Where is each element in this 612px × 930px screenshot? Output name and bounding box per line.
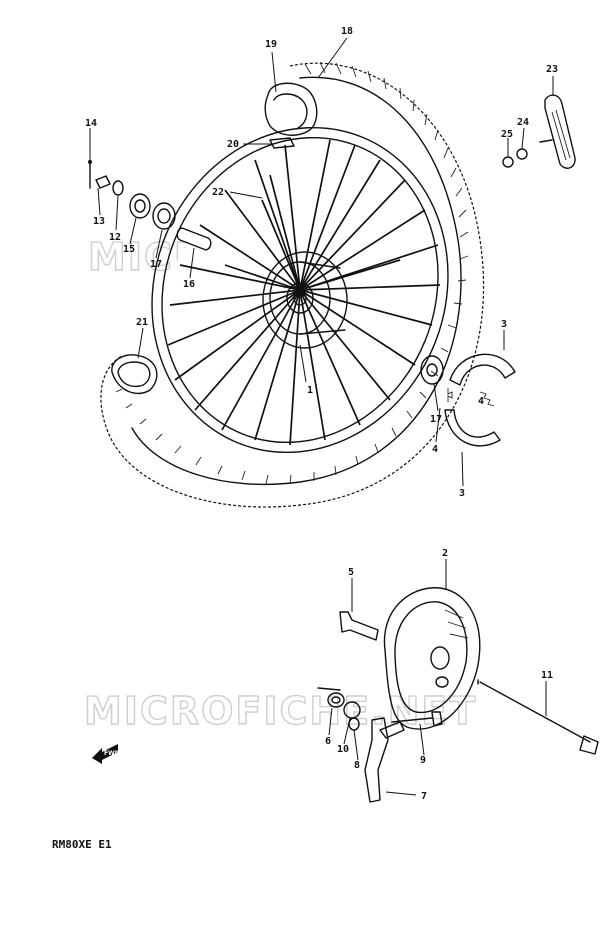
callout-17-left: 17 (150, 259, 162, 270)
wheel-assembly (88, 37, 576, 508)
callout-10: 10 (337, 744, 349, 755)
callout-18: 18 (341, 26, 353, 37)
callout-12: 12 (109, 232, 121, 243)
callout-22: 22 (212, 187, 224, 198)
watermark-bottom: MICROFICHE.NET (84, 689, 477, 733)
callout-9: 9 (420, 755, 426, 766)
callout-3-top: 3 (501, 319, 507, 330)
callout-19: 19 (265, 39, 277, 50)
callout-20: 20 (227, 139, 239, 150)
callout-6: 6 (325, 736, 331, 747)
right-bearing (420, 355, 444, 385)
rim-band (264, 82, 318, 149)
brake-panel-assembly (317, 587, 599, 803)
callout-11: 11 (541, 670, 553, 681)
left-axle-parts (88, 159, 212, 251)
spokes (167, 139, 441, 446)
callouts: 1 2 3 3 4 4 5 6 7 8 9 10 11 12 13 14 15 … (85, 26, 558, 802)
callout-2: 2 (442, 548, 448, 559)
callout-16: 16 (183, 279, 195, 290)
callout-3-bottom: 3 (459, 488, 465, 499)
callout-23: 23 (546, 64, 558, 75)
callout-17-right: 17 (430, 414, 442, 425)
callout-4-left: 4 (432, 444, 438, 455)
model-code: RM80XE E1 (52, 838, 112, 851)
forward-label: FWD (104, 750, 120, 757)
callout-21: 21 (136, 317, 148, 328)
callout-15: 15 (123, 244, 135, 255)
callout-1: 1 (307, 385, 313, 396)
hub (262, 251, 348, 349)
brake-shoes (444, 353, 516, 447)
callout-14: 14 (85, 118, 97, 129)
callout-24: 24 (517, 117, 529, 128)
callout-13: 13 (93, 216, 105, 227)
leaders-top (89, 37, 554, 487)
forward-arrow-icon: FWD (92, 744, 120, 764)
callout-8: 8 (354, 760, 360, 771)
rim (151, 126, 449, 454)
callout-5: 5 (348, 567, 354, 578)
leaders-bottom (328, 559, 547, 796)
callout-7: 7 (421, 791, 427, 802)
callout-25: 25 (501, 129, 513, 140)
reflector (502, 94, 576, 169)
callout-4-right: 4 (478, 396, 484, 407)
